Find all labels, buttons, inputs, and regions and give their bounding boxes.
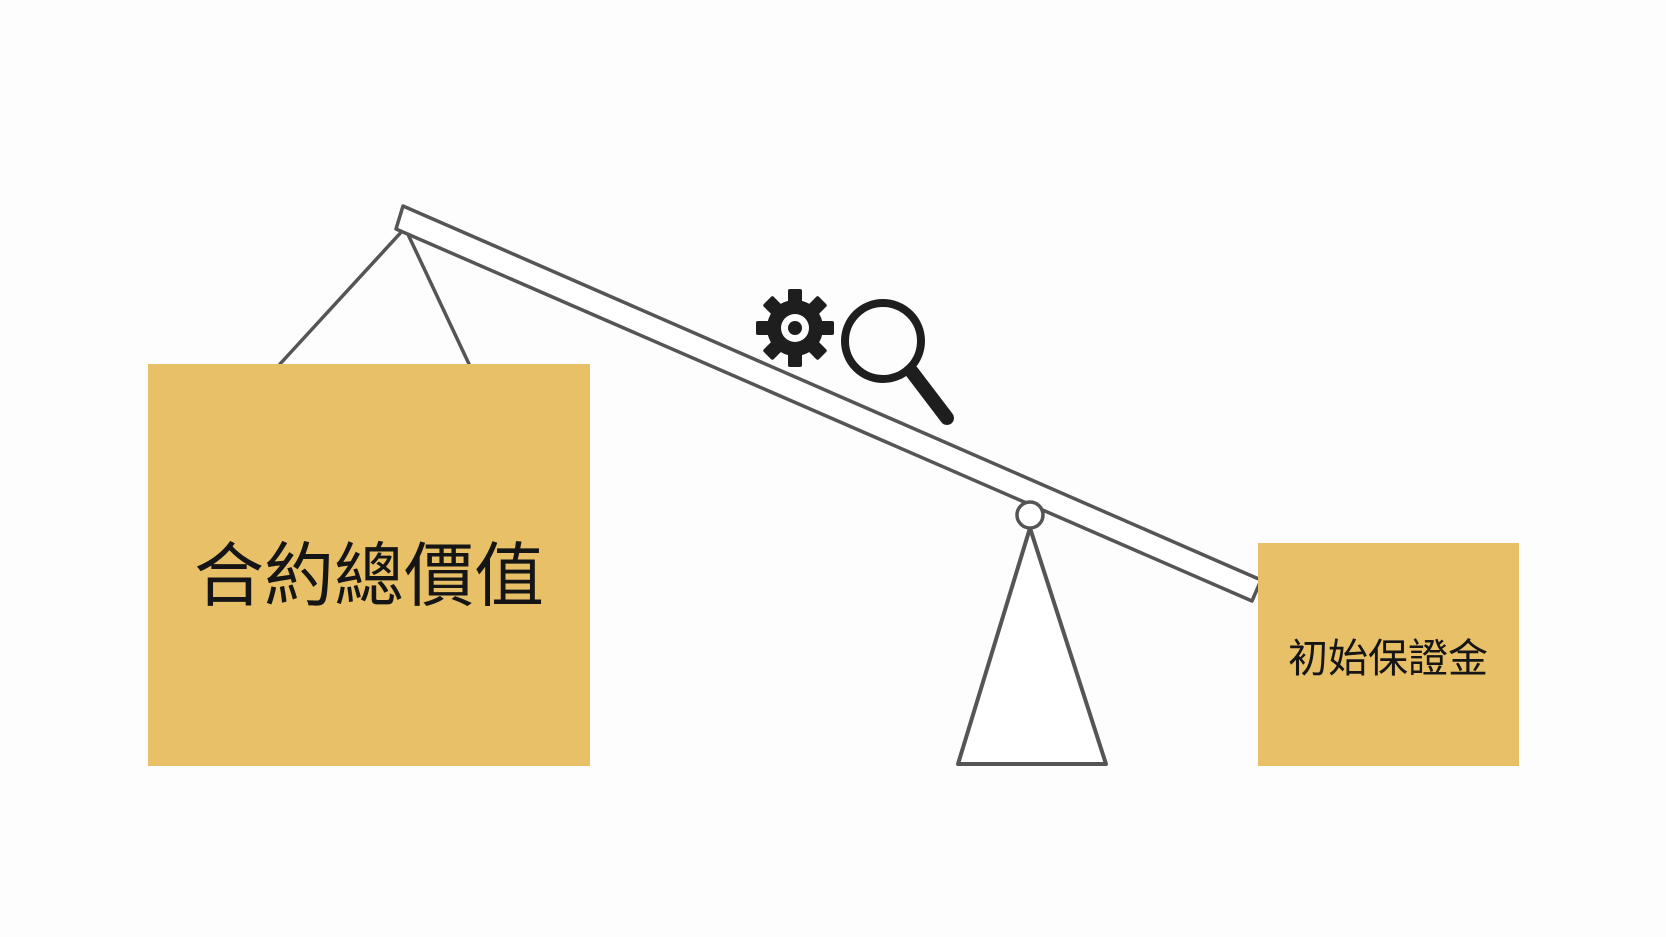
rope-left <box>278 226 407 366</box>
left-box-label: 合約總價值 <box>194 535 544 617</box>
magnifier-icon <box>841 299 954 425</box>
pivot-circle <box>1015 500 1045 530</box>
right-box-rect <box>1258 543 1519 766</box>
left-box-rect <box>148 364 590 766</box>
gear-icon <box>756 289 834 367</box>
left-box: 合約總價值 <box>148 364 590 766</box>
right-box-label: 初始保證金 <box>1288 636 1488 682</box>
rope-right <box>403 226 471 366</box>
fulcrum-triangle <box>956 526 1108 766</box>
lever-beam <box>394 204 1263 603</box>
hanging-ropes <box>278 226 471 366</box>
right-box: 初始保證金 <box>1258 543 1519 766</box>
